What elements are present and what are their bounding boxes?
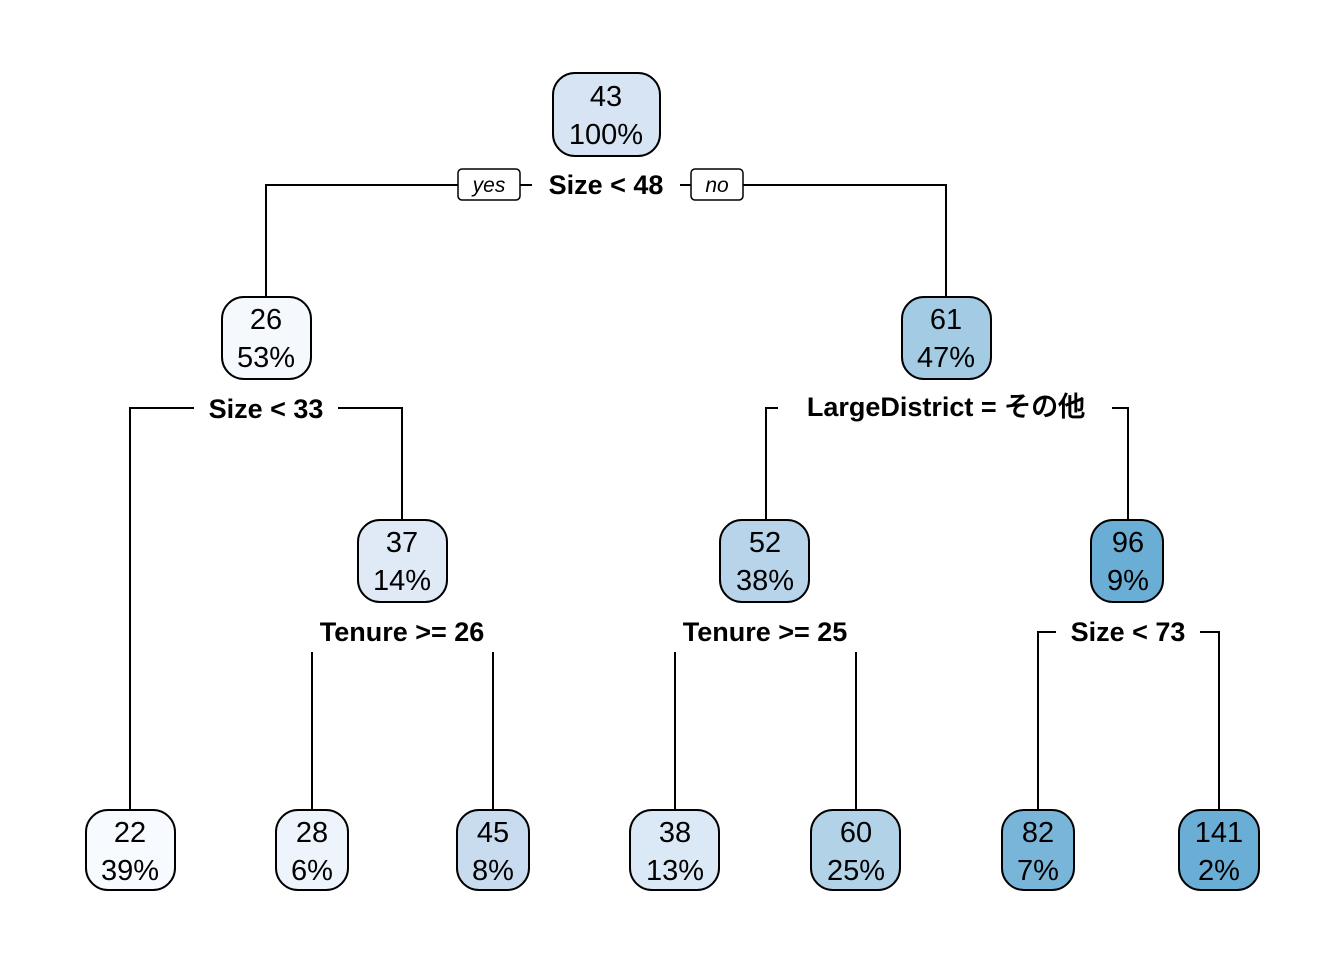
node-n2-value: 26 bbox=[250, 304, 282, 336]
node-n3-box bbox=[901, 296, 992, 380]
split-label-n6: Tenure >= 25 bbox=[683, 617, 848, 647]
leaf-4-percent: 13% bbox=[646, 855, 704, 887]
edge-n3-left bbox=[765, 407, 778, 520]
leaf-2: 28 6% bbox=[275, 809, 349, 891]
edge-n7-right bbox=[1200, 631, 1220, 810]
leaf-5-percent: 25% bbox=[827, 855, 885, 887]
edge-n7-left bbox=[1037, 631, 1056, 810]
split-label-n3: LargeDistrict = その他 bbox=[807, 392, 1085, 422]
node-n3-value: 61 bbox=[930, 304, 962, 336]
leaf-4-box bbox=[629, 809, 720, 891]
yes-tag: yes bbox=[471, 174, 506, 197]
node-n2-percent: 53% bbox=[237, 342, 295, 374]
split-label-n5: Tenure >= 26 bbox=[320, 617, 485, 647]
leaf-4: 38 13% bbox=[629, 809, 720, 891]
leaf-4-value: 38 bbox=[659, 817, 691, 849]
node-n3-percent: 47% bbox=[917, 342, 975, 374]
leaf-2-percent: 6% bbox=[291, 855, 333, 887]
node-n6-percent: 38% bbox=[736, 565, 794, 597]
split-label-n2: Size < 33 bbox=[209, 394, 324, 424]
node-n7-percent: 9% bbox=[1107, 565, 1149, 597]
leaf-7-box bbox=[1178, 809, 1260, 891]
node-n6-value: 52 bbox=[749, 527, 781, 559]
node-n7: 96 9% bbox=[1090, 519, 1164, 603]
edge-n2-right bbox=[338, 407, 403, 520]
node-n5-box bbox=[357, 519, 448, 603]
leaf-6-percent: 7% bbox=[1017, 855, 1059, 887]
leaf-6: 82 7% bbox=[1001, 809, 1075, 891]
leaf-3-box bbox=[456, 809, 530, 891]
leaf-3: 45 8% bbox=[456, 809, 530, 891]
node-n6-box bbox=[719, 519, 810, 603]
split-labels: Size < 48 Size < 33 LargeDistrict = その他 … bbox=[209, 170, 1186, 647]
leaf-1-box bbox=[85, 809, 176, 891]
leaf-1: 22 39% bbox=[85, 809, 176, 891]
leaf-5-box bbox=[810, 809, 901, 891]
node-root-box bbox=[552, 72, 661, 157]
leaf-7-percent: 2% bbox=[1198, 855, 1240, 887]
node-n7-value: 96 bbox=[1112, 527, 1144, 559]
no-tag-box bbox=[690, 168, 744, 201]
no-tag: no bbox=[705, 174, 729, 197]
leaf-6-value: 82 bbox=[1022, 817, 1054, 849]
leaf-6-box bbox=[1001, 809, 1075, 891]
edge-root-right bbox=[743, 184, 947, 297]
leaf-3-percent: 8% bbox=[472, 855, 514, 887]
node-n7-box bbox=[1090, 519, 1164, 603]
node-n2: 26 53% bbox=[221, 296, 312, 380]
leaf-3-value: 45 bbox=[477, 817, 509, 849]
yes-tag-box bbox=[457, 168, 521, 201]
tree-edges bbox=[129, 184, 1220, 810]
edge-n3-right bbox=[1112, 407, 1129, 520]
node-n6: 52 38% bbox=[719, 519, 810, 603]
edge-n2-left bbox=[129, 407, 194, 810]
leaf-5: 60 25% bbox=[810, 809, 901, 891]
tree-nodes: 43 100% 26 53% 61 47% 37 14% 52 38% 96 9… bbox=[85, 72, 1260, 891]
leaf-2-box bbox=[275, 809, 349, 891]
branch-tags: yes no bbox=[457, 168, 744, 201]
leaf-7: 141 2% bbox=[1178, 809, 1260, 891]
node-root: 43 100% bbox=[552, 72, 661, 157]
leaf-2-value: 28 bbox=[296, 817, 328, 849]
node-n5-value: 37 bbox=[386, 527, 418, 559]
node-n3: 61 47% bbox=[901, 296, 992, 380]
leaf-1-value: 22 bbox=[114, 817, 146, 849]
node-root-value: 43 bbox=[590, 81, 622, 113]
leaf-5-value: 60 bbox=[840, 817, 872, 849]
leaf-1-percent: 39% bbox=[101, 855, 159, 887]
node-n2-box bbox=[221, 296, 312, 380]
split-label-root: Size < 48 bbox=[549, 170, 664, 200]
edge-root-left bbox=[265, 184, 458, 297]
node-root-percent: 100% bbox=[569, 119, 643, 151]
node-n5-percent: 14% bbox=[373, 565, 431, 597]
node-n5: 37 14% bbox=[357, 519, 448, 603]
split-label-n7: Size < 73 bbox=[1071, 617, 1186, 647]
leaf-7-value: 141 bbox=[1195, 817, 1243, 849]
